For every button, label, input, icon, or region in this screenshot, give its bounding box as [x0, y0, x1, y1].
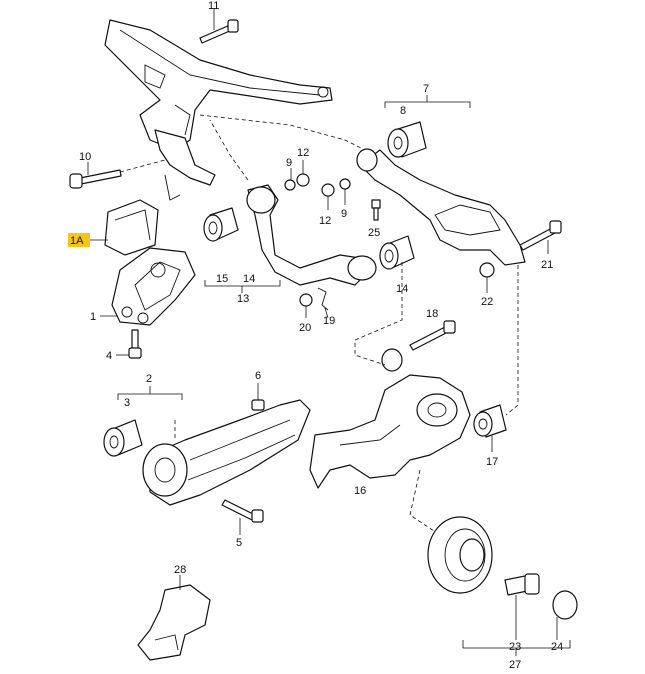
- bushing-3: [103, 419, 143, 457]
- callout-1a: 1A: [70, 235, 84, 247]
- callout-4: 4: [106, 350, 112, 362]
- callout-13: 13: [237, 293, 249, 305]
- nut-20-clip-19: [299, 287, 329, 319]
- bushing-8: [387, 121, 427, 158]
- callout-23: 23: [509, 641, 521, 653]
- callout-18: 18: [426, 308, 438, 320]
- assembly-guide-lines: [174, 262, 519, 536]
- callout-2: 2: [146, 373, 152, 385]
- mount-cover-1a: [104, 199, 159, 256]
- callout-10: 10: [79, 151, 91, 163]
- bolt-5: [221, 499, 264, 535]
- callout-3: 3: [124, 397, 130, 409]
- lower-arm-7: [356, 148, 526, 266]
- bolt-25: [371, 199, 381, 221]
- callout-11: 11: [208, 0, 219, 12]
- callout-15: 15: [216, 273, 228, 285]
- bushing-15: [203, 207, 239, 242]
- bracket-1: [100, 247, 196, 326]
- subframe: [104, 19, 386, 201]
- bolt-11: [199, 8, 239, 44]
- callout-8: 8: [400, 105, 406, 117]
- bolt-21: [519, 220, 562, 254]
- callout-9-lower: 9: [341, 208, 347, 220]
- wheel-hub-23-24-27: [427, 516, 578, 640]
- callout-6: 6: [255, 370, 261, 382]
- callout-16: 16: [354, 485, 366, 497]
- callout-14-right: 14: [396, 283, 408, 295]
- callout-1: 1: [90, 311, 96, 323]
- callout-19: 19: [323, 315, 335, 327]
- callout-9-upper: 9: [286, 157, 292, 169]
- callout-27: 27: [509, 659, 521, 671]
- nut-washer-12-9-lower: [321, 178, 351, 210]
- group-brackets: [117, 95, 571, 656]
- callout-12-upper: 12: [297, 147, 309, 159]
- nut-washer-9-12-upper: [284, 160, 310, 191]
- trailing-arm-2: [142, 399, 311, 506]
- bushing-14: [379, 235, 415, 270]
- bolt-10: [69, 159, 166, 189]
- bushing-17: [473, 404, 507, 452]
- upper-arm-13: [209, 119, 377, 286]
- callout-1a-highlight: [68, 233, 90, 247]
- callout-25: 25: [368, 227, 380, 239]
- bolt-6: [251, 383, 265, 411]
- callout-21: 21: [541, 259, 553, 271]
- nut-22: [479, 262, 495, 293]
- wheel-carrier-16: [309, 348, 471, 489]
- callout-20: 20: [299, 322, 311, 334]
- bolt-4: [116, 329, 142, 359]
- bolt-18: [409, 320, 456, 351]
- callout-17: 17: [486, 456, 498, 468]
- sensor-bracket-28: [137, 575, 211, 661]
- callout-7: 7: [423, 83, 429, 95]
- callout-28: 28: [174, 564, 186, 576]
- callout-12-lower: 12: [319, 215, 331, 227]
- callout-labels: 11 10 1A 1 4 15 14 13 9 12 12 9 25 8 7 1…: [70, 0, 563, 671]
- callout-5: 5: [236, 537, 242, 549]
- callout-22: 22: [481, 296, 493, 308]
- callout-24: 24: [551, 641, 563, 653]
- callout-14-left: 14: [243, 273, 255, 285]
